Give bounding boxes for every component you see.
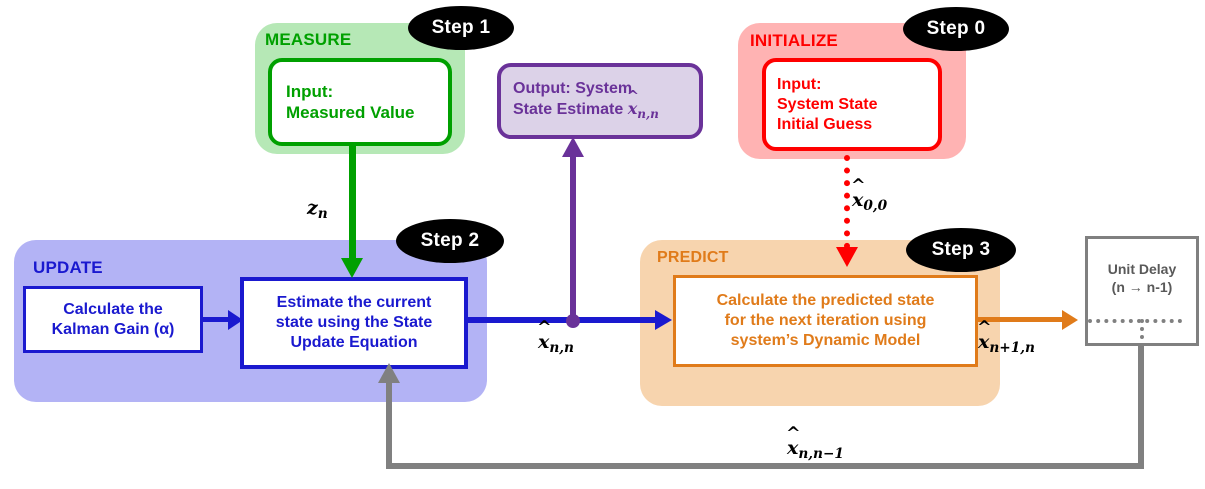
arrow-update-to-predict-head [655, 310, 672, 330]
initialize-input-line-3: Initial Guess [777, 115, 873, 133]
badge-step2: Step 2 [396, 219, 504, 263]
arrow-predict-to-delay-head [1062, 310, 1078, 330]
badge-step0: Step 0 [903, 7, 1009, 51]
output-line-2: State Estimate ^xn,n [513, 89, 659, 122]
unit-delay-dotted-v [1140, 319, 1144, 347]
initialize-input-line-1: Input: [777, 75, 822, 93]
predict-state-box: Calculate the predicted state for the ne… [673, 275, 978, 367]
arrow-initial-guess-head [836, 247, 858, 267]
unit-delay-line-1: Unit Delay [1107, 261, 1177, 277]
unit-delay-line-2: (n → n-1) [1111, 279, 1173, 295]
arrow-measurement-head [341, 258, 363, 278]
group-title-predict: PREDICT [657, 249, 729, 266]
state-update-line-3: Update Equation [290, 334, 418, 351]
predict-line-1: Calculate the predicted state [716, 292, 935, 309]
signal-label-measurement: zn [307, 197, 328, 222]
output-subscript: n,n [637, 107, 659, 122]
signal-current-estimate-symbol: x [538, 331, 550, 353]
unit-delay-dotted-h [1088, 319, 1182, 323]
group-title-measure: MEASURE [265, 30, 352, 49]
feedback-line-left-vertical [386, 381, 392, 467]
signal-label-predicted-estimate: ^xn+1,n [977, 319, 1035, 356]
predicted-estimate-hat: ^ [977, 317, 992, 338]
badge-step1: Step 1 [408, 6, 514, 50]
signal-measurement-symbol: z [307, 197, 318, 219]
predict-line-2: for the next iteration using [724, 312, 927, 329]
measure-input-box: Input: Measured Value [268, 58, 452, 146]
kalman-gain-line-1: Calculate the [63, 300, 163, 318]
feedback-line-bottom-horizontal [386, 463, 1144, 469]
initialize-input-line-2: System State [777, 95, 878, 113]
prior-estimate-hat: ^ [786, 423, 801, 444]
state-update-box: Estimate the current state using the Sta… [240, 277, 468, 369]
badge-step2-label: Step 2 [420, 230, 480, 251]
output-state-estimate-box: Output: System State Estimate ^xn,n [497, 63, 703, 139]
arrow-output-line [570, 155, 576, 321]
junction-dot-output-tap [566, 314, 580, 328]
badge-step3: Step 3 [906, 228, 1016, 272]
group-title-update: UPDATE [33, 258, 103, 277]
group-title-initialize: INITIALIZE [750, 31, 838, 50]
arrow-measurement-line [349, 146, 356, 261]
state-update-line-1: Estimate the current [276, 294, 432, 311]
initial-guess-hat: ^ [851, 175, 866, 196]
output-line-1: Output: System [513, 80, 633, 98]
signal-prior-estimate-symbol: x [787, 437, 799, 459]
badge-step3-label: Step 3 [931, 239, 991, 260]
signal-label-current-estimate: ^xn,n [537, 319, 574, 356]
arrow-gain-to-update-line [203, 317, 231, 322]
kalman-gain-line-2: Kalman Gain (α) [51, 320, 175, 338]
signal-prior-estimate-subscript: n,n−1 [798, 445, 844, 462]
signal-label-initial-guess: ^x0,0 [851, 177, 888, 214]
output-hat: ^ [626, 88, 640, 106]
initialize-input-box: Input: System State Initial Guess [762, 58, 942, 151]
badge-step1-label: Step 1 [431, 17, 491, 38]
arrow-output-head [562, 137, 584, 157]
badge-step0-label: Step 0 [926, 18, 986, 39]
state-update-line-2: state using the State [275, 314, 433, 331]
predict-line-3: system’s Dynamic Model [730, 332, 921, 349]
signal-predicted-estimate-symbol: x [978, 331, 990, 353]
arrow-initial-guess-line [844, 155, 850, 249]
signal-measurement-subscript: n [317, 205, 328, 222]
arrow-predict-to-delay-line [978, 317, 1068, 322]
current-estimate-hat: ^ [537, 317, 552, 338]
output-symbol: x [627, 99, 638, 119]
measure-input-line-1: Input: [286, 81, 334, 101]
signal-predicted-estimate-subscript: n+1,n [989, 339, 1035, 356]
signal-initial-guess-symbol: x [852, 189, 864, 211]
output-line-2-text: State Estimate [513, 101, 628, 119]
signal-initial-guess-subscript: 0,0 [863, 197, 888, 214]
kalman-gain-box: Calculate the Kalman Gain (α) [23, 286, 203, 353]
feedback-arrow-head [378, 363, 400, 383]
feedback-line-right-vertical [1138, 344, 1144, 469]
arrow-gain-to-update-head [228, 310, 243, 330]
signal-label-prior-estimate: ^xn,n−1 [786, 425, 844, 462]
signal-current-estimate-subscript: n,n [549, 339, 574, 356]
measure-input-line-2: Measured Value [286, 103, 415, 122]
